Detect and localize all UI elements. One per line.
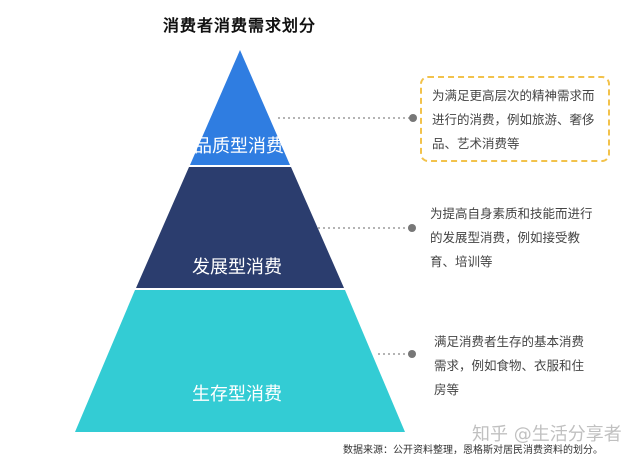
connector-dot-bottom bbox=[408, 350, 416, 358]
description-development: 为提高自身素质和技能而进行的发展型消费，例如接受教育、培训等 bbox=[430, 206, 593, 269]
connector-dot-top bbox=[409, 114, 417, 122]
pyramid-tier-middle bbox=[136, 167, 344, 288]
source-note: 数据来源：公开资料整理，恩格斯对居民消费资料的划分。 bbox=[343, 445, 603, 456]
diagram-title: 消费者消费需求划分 bbox=[163, 16, 317, 35]
tier-label-quality: 品质型消费 bbox=[194, 136, 284, 157]
description-quality: 为满足更高层次的精神需求而进行的消费，例如旅游、奢侈品、艺术消费等 bbox=[420, 76, 610, 162]
tier-label-development: 发展型消费 bbox=[192, 257, 282, 278]
description-survival: 满足消费者生存的基本消费需求，例如食物、衣服和住房等 bbox=[434, 334, 585, 397]
tier-label-survival: 生存型消费 bbox=[192, 384, 282, 405]
pyramid-tier-bottom bbox=[75, 290, 405, 432]
pyramid-tier-top bbox=[190, 50, 290, 165]
connector-dot-middle bbox=[408, 224, 416, 232]
watermark: 知乎 @生活分享者 bbox=[472, 424, 622, 445]
